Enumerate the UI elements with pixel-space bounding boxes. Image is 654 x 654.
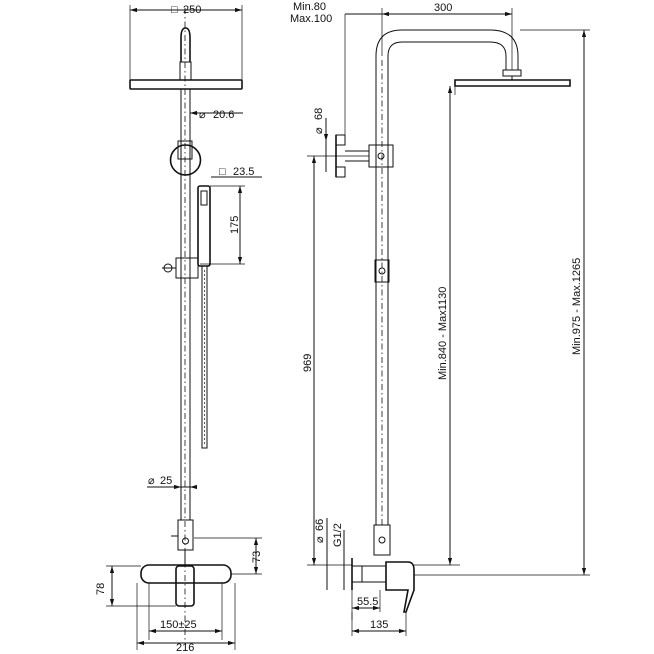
front-pipe-dia-upper-symbol: ⌀	[199, 109, 206, 121]
front-lower-pipe	[171, 519, 194, 551]
side-bracket-dia-symbol: ⌀	[313, 127, 325, 134]
front-shower-head	[129, 27, 243, 90]
front-pipe-dia-lower-label: 25	[160, 475, 172, 487]
front-mixer-body	[140, 550, 232, 607]
front-head-size-symbol: □	[171, 4, 178, 16]
side-arm-min-label: Min.80	[293, 1, 326, 13]
side-inlet-depth-label: 55.5	[357, 596, 378, 608]
front-overall-width-label: 216	[176, 642, 194, 654]
side-adjust-range-lower-label: Min.840 - Max1130	[437, 287, 449, 380]
side-adjust-range-upper-label: Min.975 - Max.1265	[571, 258, 583, 355]
side-arm-reach-label: 300	[434, 2, 452, 14]
front-head-size-label: 250	[183, 4, 201, 16]
side-bracket-dia-label: 68	[313, 108, 325, 120]
front-pipe-dia-upper-label: 20.6	[213, 109, 234, 121]
side-mixer	[351, 524, 415, 613]
side-arm-max-label: Max.100	[290, 13, 332, 25]
front-view: □ 250 ⌀ 20.6 □ 23.5 175 ⌀ 25 73 78	[95, 4, 263, 654]
front-hand-shower-length-label: 175	[229, 216, 241, 234]
front-mixer-offset-label: 73	[251, 551, 263, 563]
side-curved-arm	[375, 29, 519, 70]
side-riser-length-label: 969	[302, 354, 314, 372]
front-pipe-dia-lower-symbol: ⌀	[148, 475, 155, 487]
front-hand-shower-size-symbol: □	[219, 166, 226, 178]
side-inlet-dia-label: 66	[314, 519, 326, 531]
side-view: Min.80 Max.100 300 ⌀ 68 969 Min.840 - Ma…	[290, 1, 590, 636]
front-upper-pipe	[169, 89, 202, 520]
side-slider	[374, 259, 390, 283]
front-inlet-spacing-label: 150±25	[160, 619, 197, 631]
front-hand-shower-size-label: 23.5	[233, 166, 254, 178]
front-mixer-height-label: 78	[95, 583, 107, 595]
side-shower-head	[454, 69, 571, 87]
side-mixer-depth-label: 135	[370, 619, 388, 631]
side-inlet-dia-symbol: ⌀	[314, 536, 326, 543]
side-riser-pipe	[375, 56, 389, 525]
front-hand-shower	[162, 185, 211, 449]
side-inlet-thread-label: G1/2	[332, 523, 344, 547]
